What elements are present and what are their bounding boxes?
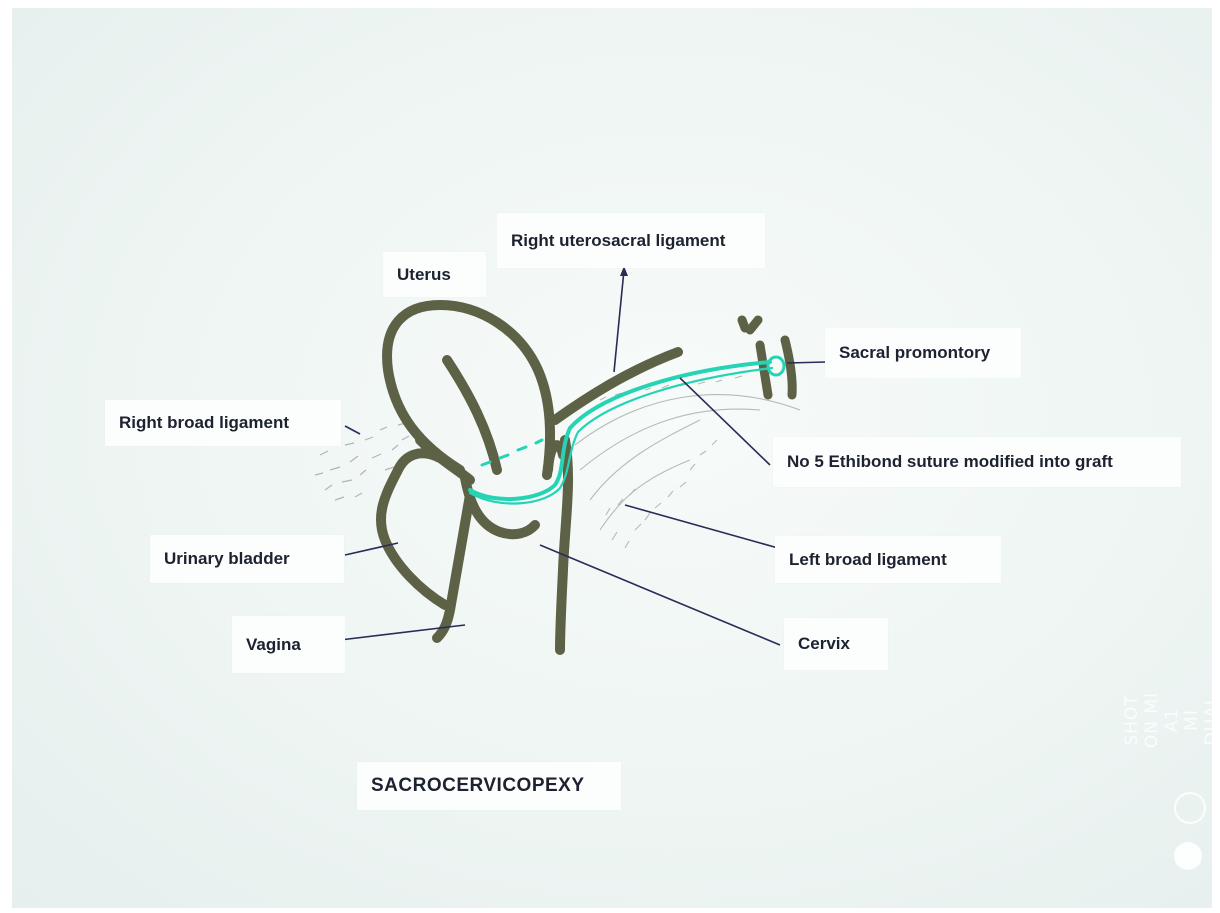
sacrum-segment-4: [785, 340, 792, 395]
organ-outlines: [381, 305, 792, 650]
label-right-broad-ligament: Right broad ligament: [105, 400, 341, 446]
watermark-dot-icon: [1174, 842, 1202, 870]
sacrum-segment-1: [742, 320, 745, 328]
watermark-ring-icon: [1174, 792, 1206, 824]
leader-right-uterosacral: [614, 270, 624, 372]
camera-watermark: SHOT ON MI A1 MI DUAL CAMERA: [1122, 681, 1220, 759]
label-left-broad-ligament: Left broad ligament: [775, 536, 1001, 583]
cervix-outline: [465, 478, 535, 534]
label-suture-graft: No 5 Ethibond suture modified into graft: [773, 437, 1181, 487]
urinary-bladder-outline: [381, 453, 445, 605]
uterine-cavity-line: [447, 360, 497, 470]
sacrum-segment-2: [750, 320, 758, 330]
right-uterosacral-ligament-line: [555, 352, 678, 420]
anterior-vagina-wall: [437, 495, 470, 638]
leader-suture-graft: [680, 378, 770, 465]
leader-left-broad: [625, 505, 778, 548]
watermark-line-1: SHOT ON MI A1: [1122, 681, 1182, 759]
diagram-title: SACROCERVICOPEXY: [357, 762, 621, 810]
leader-cervix: [540, 545, 780, 645]
leader-right-broad: [345, 426, 360, 434]
label-cervix: Cervix: [784, 618, 888, 670]
label-uterus: Uterus: [383, 252, 486, 297]
bladder-inner-line: [420, 440, 470, 480]
watermark-line-2: MI DUAL CAMERA: [1182, 681, 1220, 759]
label-vagina: Vagina: [232, 616, 345, 673]
label-right-uterosacral-ligament: Right uterosacral ligament: [497, 213, 765, 268]
label-sacral-promontory: Sacral promontory: [825, 328, 1021, 378]
leader-sacral-promontory: [787, 362, 826, 363]
label-urinary-bladder: Urinary bladder: [150, 535, 344, 583]
